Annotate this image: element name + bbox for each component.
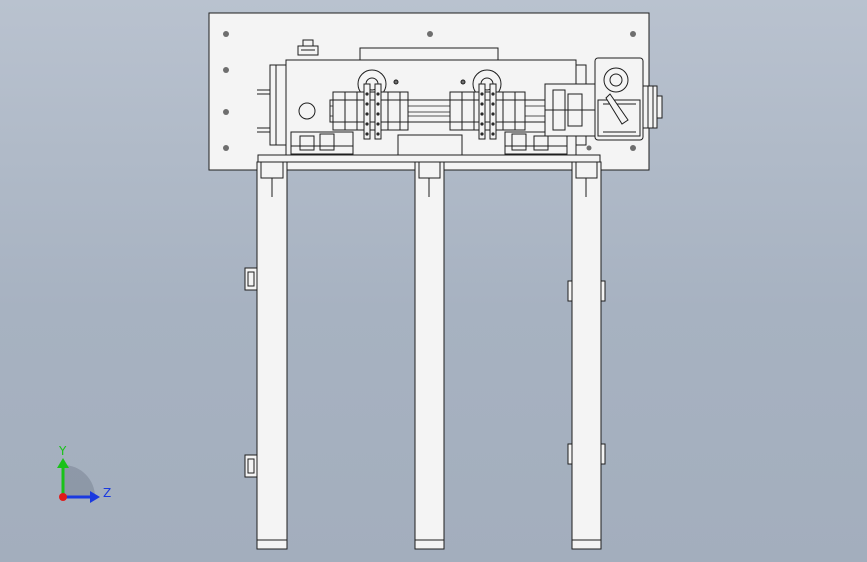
coupling-flange[interactable] <box>544 83 596 137</box>
clamp-assembly-right[interactable] <box>449 69 526 140</box>
bearing-block-left <box>290 131 354 155</box>
small-bracket <box>297 39 319 56</box>
leg-right[interactable] <box>567 161 606 550</box>
z-axis-label: Z <box>103 486 111 500</box>
z-axis-arrow-icon <box>90 491 100 503</box>
y-axis-arrow-icon <box>57 458 69 468</box>
leg-left[interactable] <box>244 161 288 550</box>
top-block <box>359 47 499 61</box>
gear-motor[interactable] <box>594 57 663 141</box>
triad-origin <box>59 493 67 501</box>
housing-hole <box>298 102 316 120</box>
bearing-block-right <box>504 131 568 155</box>
orientation-triad[interactable]: Y Z <box>57 444 111 503</box>
clamp-bolts-left <box>365 92 380 136</box>
triad-arc <box>63 465 95 497</box>
cross-beam <box>257 154 601 163</box>
clamp-assembly-left[interactable] <box>332 69 409 140</box>
clamp-bolts-right <box>480 92 495 136</box>
leg-center[interactable] <box>414 161 445 550</box>
y-axis-label: Y <box>58 444 67 458</box>
